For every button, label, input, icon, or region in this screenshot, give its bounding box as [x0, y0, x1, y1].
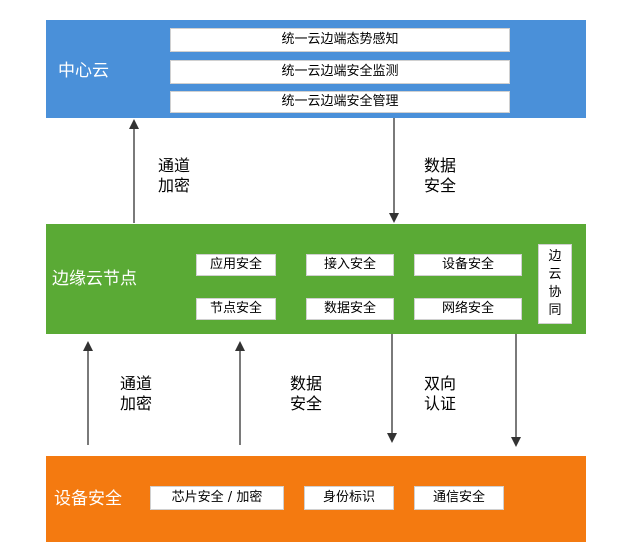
center-cloud-item-awareness: 统一云边端态势感知	[170, 28, 510, 52]
upper-left-label: 通道 加密	[158, 156, 190, 196]
edge-item-access-security: 接入安全	[306, 254, 394, 276]
edge-collab-char-4: 同	[548, 303, 562, 318]
device-item-chip-security: 芯片安全 / 加密	[150, 486, 284, 510]
lower-right-label: 双向 认证	[424, 374, 456, 414]
edge-collab-char-1: 边	[548, 249, 562, 264]
edge-item-device-security: 设备安全	[414, 254, 522, 276]
lower-mid-label-line2: 安全	[290, 394, 323, 413]
lower-right-label-line2: 认证	[424, 394, 457, 413]
center-cloud-title: 中心云	[58, 61, 109, 81]
edge-collab-char-3: 协	[548, 285, 562, 300]
device-security-title: 设备安全	[54, 489, 122, 509]
upper-right-label: 数据 安全	[424, 156, 456, 196]
upper-right-label-line1: 数据	[424, 156, 457, 175]
edge-node-title: 边缘云节点	[52, 269, 137, 289]
center-cloud-band: 中心云 统一云边端态势感知 统一云边端安全监测 统一云边端安全管理	[46, 20, 586, 118]
device-security-band: 设备安全 芯片安全 / 加密 身份标识 通信安全	[46, 456, 586, 542]
lower-right-label-line1: 双向	[424, 374, 457, 393]
lower-left-label-line1: 通道	[120, 374, 153, 393]
lower-mid-label: 数据 安全	[290, 374, 322, 414]
upper-right-label-line2: 安全	[424, 176, 457, 195]
center-cloud-item-management: 统一云边端安全管理	[170, 91, 510, 113]
upper-left-label-line1: 通道	[158, 156, 191, 175]
upper-left-label-line2: 加密	[158, 176, 191, 195]
edge-node-band: 边缘云节点 应用安全 接入安全 设备安全 节点安全 数据安全 网络安全 边 云 …	[46, 224, 586, 334]
edge-item-network-security: 网络安全	[414, 298, 522, 320]
edge-collab-char-2: 云	[548, 267, 562, 282]
edge-item-node-security: 节点安全	[196, 298, 276, 320]
lower-left-label-line2: 加密	[120, 394, 153, 413]
edge-item-data-security: 数据安全	[306, 298, 394, 320]
edge-item-app-security: 应用安全	[196, 254, 276, 276]
lower-left-label: 通道 加密	[120, 374, 152, 414]
center-cloud-item-monitoring: 统一云边端安全监测	[170, 60, 510, 84]
device-item-identity: 身份标识	[304, 486, 394, 510]
edge-cloud-collab-box: 边 云 协 同	[538, 244, 572, 324]
lower-mid-label-line1: 数据	[290, 374, 323, 393]
device-item-comm-security: 通信安全	[414, 486, 504, 510]
